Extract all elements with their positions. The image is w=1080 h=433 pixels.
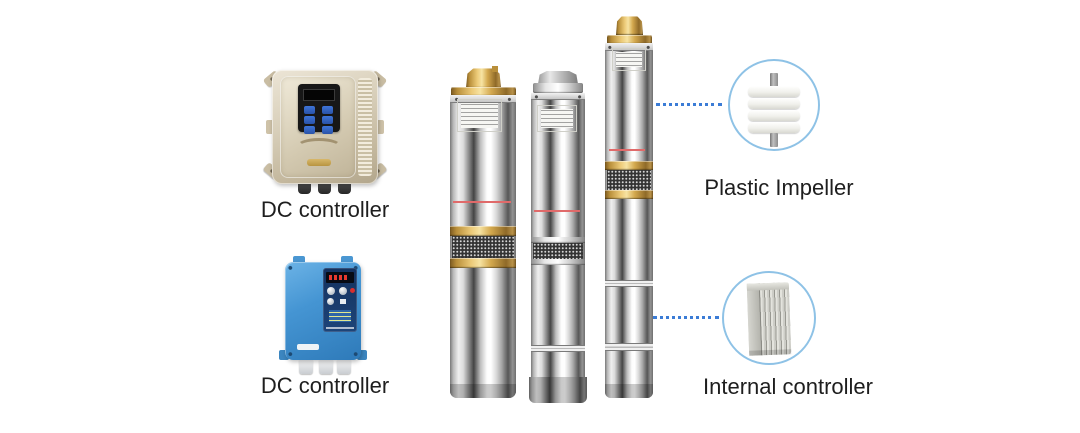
mount-tab [341,256,353,266]
switch[interactable] [340,299,346,304]
bottom-flare [529,377,587,403]
joint-groove [531,345,585,352]
steel-collar [533,83,583,93]
intake-mesh [607,170,651,190]
controller-enclosure [272,70,378,184]
impeller-callout-circle [728,59,820,151]
pump-steel-outlet [528,71,588,405]
brass-band [450,226,516,236]
controller-enclosure [285,262,361,360]
outlet-notch [492,66,498,72]
bottom-rim [605,384,653,398]
red-stripe [453,201,511,203]
red-stripe [534,210,580,212]
keypad-button[interactable] [322,116,333,124]
pump-short-brass-outlet [448,66,518,398]
cable-gland [318,182,331,194]
spec-label [326,308,354,324]
dc-controller-blue-caption: DC controller [260,373,390,398]
top-rim [605,43,653,51]
steel-outlet-fitting [538,71,578,84]
brass-band [605,190,653,199]
impeller-disc [748,98,800,109]
brass-collar [451,87,516,96]
keypad-button[interactable] [304,116,315,124]
spec-label [612,48,646,71]
keypad-panel [298,84,340,134]
knob[interactable] [327,287,335,295]
dc-controller-metal-figure [262,62,392,198]
keypad-button[interactable] [322,106,333,114]
joint-groove [605,280,653,287]
heatsink-ribs [358,78,372,176]
cable-gland [298,182,311,194]
cable-gland [299,358,313,374]
control-panel [323,268,357,332]
pump-body [605,43,653,398]
knob[interactable] [327,298,334,305]
impeller-shaft-bottom [770,133,778,147]
display-digits [329,275,347,280]
embossed-arc [296,138,342,156]
display-screen [303,89,335,101]
internal-controller-caption: Internal controller [703,374,873,399]
spec-label [537,105,577,132]
dc-controller-metal-caption: DC controller [260,197,390,222]
connector-dotted-line-impeller [656,103,722,106]
display-screen [326,272,354,283]
mount-tab [293,256,305,266]
knob[interactable] [339,287,347,295]
intake-mesh [533,243,583,259]
panel-divider [326,327,354,329]
pump-tall-brass-outlet [603,16,655,400]
spec-label [457,99,502,132]
red-stripe [609,149,645,151]
hinge-tab [266,120,274,134]
dc-controller-blue-figure [279,254,385,378]
connector-dotted-line-internal [653,316,719,319]
internal-controller-cylinder [746,282,792,356]
cable-gland [337,358,351,374]
top-rim [531,93,585,100]
cylinder-top-cap [746,282,789,291]
intake-mesh [452,236,514,258]
cylinder-flat-face [746,283,763,356]
brand-logo [307,159,331,166]
impeller-disc [748,122,800,133]
brand-logo [297,344,319,350]
impeller-shaft-top [770,73,778,87]
cable-gland [338,182,351,194]
brass-collar [607,35,652,44]
steel-band [531,237,585,243]
indicator-led [350,288,355,293]
cylinder-bottom-shade [749,349,792,356]
impeller-disc [748,86,800,97]
keypad-button[interactable] [304,106,315,114]
bottom-rim [450,384,516,398]
plastic-impeller-caption: Plastic Impeller [704,175,854,200]
brass-outlet-fitting [466,68,501,88]
cable-gland [319,358,333,374]
hinge-tab [376,120,384,134]
brass-band [450,258,516,268]
brass-band [605,161,653,170]
mount-tab [279,350,289,360]
internal-controller-callout-circle [722,271,816,365]
steel-band [531,259,585,265]
mount-tab [357,350,367,360]
joint-groove [605,343,653,351]
keypad-button[interactable] [304,126,315,134]
keypad-button[interactable] [322,126,333,134]
impeller-disc [748,110,800,121]
brass-outlet-fitting [616,16,643,35]
